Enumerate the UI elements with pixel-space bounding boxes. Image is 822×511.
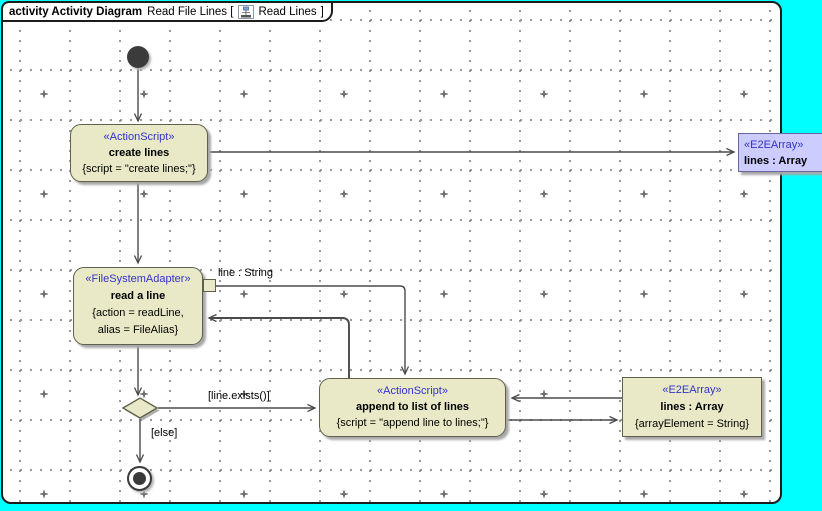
object-name: lines : Array [744,155,808,167]
diagram-frame-tab[interactable]: activity Activity Diagram Read File Line… [1,1,333,22]
action-properties: {script = "append line to lines;"} [336,417,489,429]
diagram-context-prefix: Read File Lines [ [147,5,234,18]
stereotype-label: «ActionScript» [377,385,448,397]
action-create-lines[interactable]: «ActionScript» create lines {script = "c… [70,124,208,182]
diagram-kind-label: activity Activity Diagram [9,5,143,18]
guard-label-else[interactable]: [else] [151,427,178,439]
initial-node[interactable] [127,46,149,68]
action-properties-line2: alias = FileAlias} [97,324,179,336]
activity-final-node[interactable] [127,466,152,491]
diagram-ref-label: Read Lines [258,5,317,18]
object-node-lines-array-right[interactable]: «E2EArray» lines : Array {arrayElement =… [622,377,762,437]
object-properties: {arrayElement = String} [634,418,750,430]
guard-label-line-exists[interactable]: [line.exists()] [208,390,270,402]
activity-diagram-icon [238,4,255,19]
diagram-context-suffix: ] [320,5,324,18]
stereotype-label: «E2EArray» [662,384,722,396]
action-append-to-list-of-lines[interactable]: «ActionScript» append to list of lines {… [319,378,506,437]
action-name: read a line [110,290,166,302]
action-name: append to list of lines [355,401,470,413]
stereotype-label: «ActionScript» [103,131,175,143]
action-read-a-line[interactable]: «FileSystemAdapter» read a line {action … [73,267,203,345]
pin-label[interactable]: line : String [218,267,274,279]
action-properties: {script = "create lines;"} [82,163,196,175]
object-name: lines : Array [660,401,724,413]
final-node-inner-dot [133,472,146,485]
stereotype-label: «E2EArray» [744,139,804,151]
action-name: create lines [108,147,170,159]
action-properties-line1: {action = readLine, [92,307,184,319]
output-pin[interactable] [203,279,216,292]
object-node-lines-array-top[interactable]: «E2EArray» lines : Array [738,133,822,172]
stereotype-label: «FileSystemAdapter» [85,273,191,285]
